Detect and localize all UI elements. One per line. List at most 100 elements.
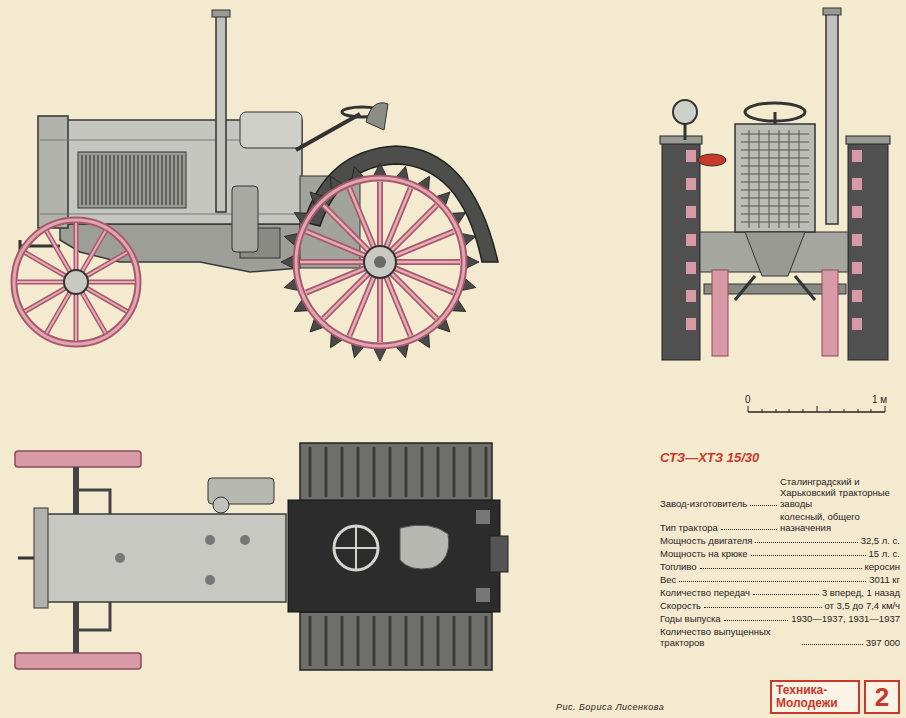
radiator-core [741, 130, 809, 228]
rear-wheel-top [300, 443, 492, 501]
steering-wheel [334, 526, 378, 570]
front-support [745, 232, 805, 276]
spec-value: 15 л. с. [869, 548, 900, 559]
rivet [205, 575, 215, 585]
axle-struts [735, 276, 815, 300]
scale-bar [748, 406, 885, 412]
spec-key: Вес [660, 574, 676, 585]
crank-handle [18, 557, 34, 560]
steering-column [296, 114, 360, 150]
spec-key: Топливо [660, 561, 697, 572]
louvre-slats [82, 155, 182, 205]
air-cleaner [232, 186, 258, 252]
hood [44, 514, 286, 602]
spec-value: 3 вперед, 1 назад [822, 587, 900, 598]
caption: Рис. Бориса Лисенкова [556, 702, 664, 712]
spec-value: от 3,5 до 7,4 км/ч [825, 600, 901, 611]
radiator [38, 116, 68, 228]
spec-key: Тип трактора [660, 522, 718, 533]
seat [400, 525, 449, 569]
wheel-lugs [281, 163, 479, 361]
spoke-highlights [17, 223, 135, 341]
spokes [17, 223, 135, 341]
spokes [300, 182, 460, 342]
spec-row: Мощность двигателя32,5 л. с. [660, 535, 900, 546]
front-wheel-bottom [15, 653, 141, 669]
spec-key: Мощность на крюке [660, 548, 748, 559]
bracket [476, 510, 490, 524]
spec-row: Завод-изготовитель Сталинградский и Харьк… [660, 476, 900, 509]
dot-leader [753, 594, 819, 595]
spec-row: Топливо керосин [660, 561, 900, 572]
spec-row: Мощность на крюке 15 л. с. [660, 548, 900, 559]
title: СТЗ—ХТЗ 15/30 [660, 450, 759, 465]
spec-row: Скорость от 3,5 до 7,4 км/ч [660, 600, 900, 611]
fender [304, 146, 498, 262]
exhaust-pipe [826, 12, 838, 224]
top-view [15, 443, 508, 670]
scale-label: 0 [745, 394, 751, 405]
dot-leader [721, 529, 777, 530]
drawbar [490, 536, 508, 572]
bracket [476, 588, 490, 602]
rim-highlight [14, 220, 138, 344]
exhaust-cap [212, 10, 230, 17]
spec-key: Завод-изготовитель [660, 498, 747, 509]
side-view [14, 10, 498, 361]
front-view [660, 8, 890, 360]
hub-cap [374, 256, 386, 268]
front-wheel-right [822, 270, 838, 356]
dot-leader [755, 542, 857, 543]
spec-value: колесный, общего назначения [780, 511, 900, 533]
dot-leader [750, 505, 777, 506]
dot-leader [724, 620, 789, 621]
rear-wheel-bottom [300, 612, 492, 670]
seat [366, 103, 388, 130]
spec-key: Количество передач [660, 587, 750, 598]
fender-right [846, 136, 890, 144]
dot-leader [679, 581, 866, 582]
front-wheel-left [712, 270, 728, 356]
spec-key: Годы выпуска [660, 613, 721, 624]
dot-leader [802, 644, 862, 645]
spec-row: Тип трактора колесный, общего назначения [660, 511, 900, 533]
wheel-rim [296, 178, 464, 346]
spec-row: Количество передач 3 вперед, 1 назад [660, 587, 900, 598]
spec-value: Сталинградский и Харьковский тракторные … [780, 476, 900, 509]
spec-key: Скорость [660, 600, 701, 611]
rivet [240, 535, 250, 545]
dot-leader [751, 555, 866, 556]
spec-table: Завод-изготовитель Сталинградский и Харьк… [660, 476, 900, 650]
front-wheel-top [15, 451, 141, 467]
fuel-tank [240, 112, 302, 148]
dot-leader [704, 607, 821, 608]
spec-value: 3011 кг [869, 574, 900, 585]
spec-key: Мощность двигателя [660, 535, 752, 546]
spec-value: керосин [865, 561, 900, 572]
scale-label: 1 м [872, 394, 887, 405]
spoke-highlights [300, 182, 460, 342]
filler-cap [115, 553, 125, 563]
platform [288, 500, 500, 612]
panel-line [40, 214, 302, 215]
wheel-spokes [334, 526, 378, 570]
rear-wheel [281, 163, 479, 361]
spec-value: 397 000 [866, 637, 900, 648]
hub [64, 270, 88, 294]
rivet [205, 535, 215, 545]
fender-left [660, 136, 702, 144]
spec-row: Годы выпуска1930—1937, 1931—1937 [660, 613, 900, 624]
issue-number: 2 [864, 680, 900, 714]
exhaust-pipe [216, 16, 226, 212]
radiator [34, 508, 48, 608]
spec-row: Вес 3011 кг [660, 574, 900, 585]
steering-post [774, 112, 777, 124]
dot-leader [700, 568, 862, 569]
louvres [78, 152, 186, 208]
magazine-logo: Техника- Молодежи [770, 680, 860, 714]
headlight [673, 100, 697, 124]
radiator [735, 124, 815, 232]
